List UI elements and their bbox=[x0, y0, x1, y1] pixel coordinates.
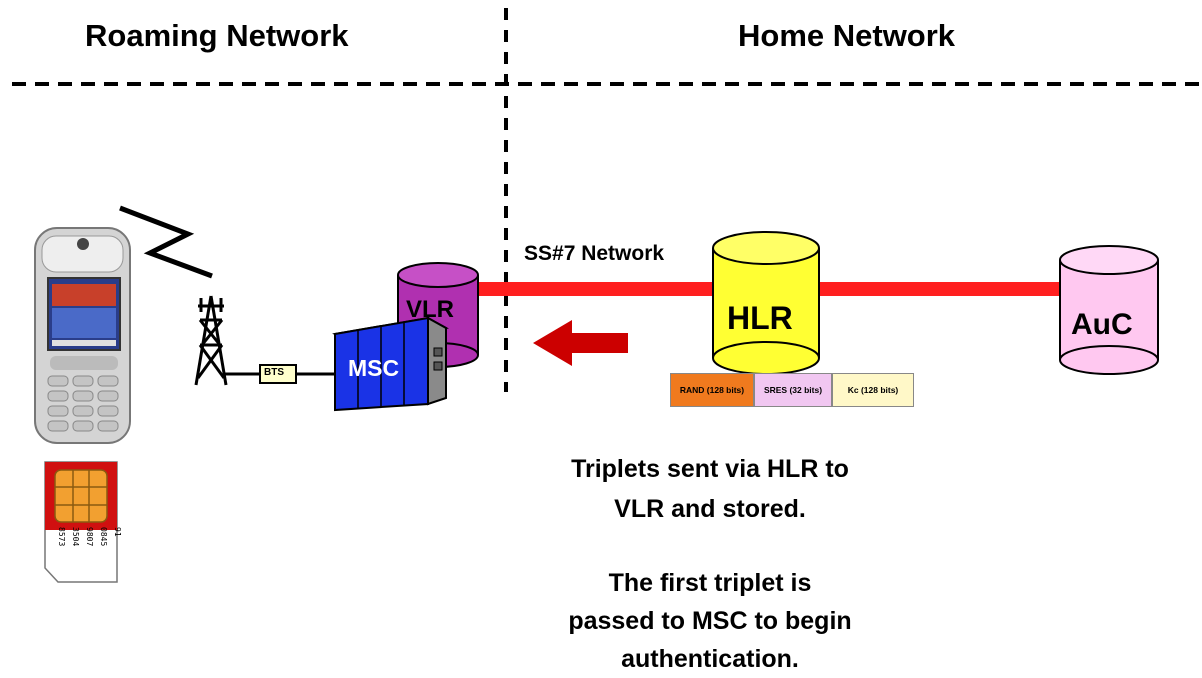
caption-line-3: The first triplet is bbox=[608, 569, 812, 597]
roaming-network-header: Roaming Network bbox=[85, 18, 349, 53]
caption-line-4: passed to MSC to begin bbox=[568, 607, 852, 635]
msc-switch-icon bbox=[332, 316, 449, 412]
sim-number: 3504 bbox=[71, 527, 80, 547]
bts-box bbox=[259, 364, 297, 384]
msc-label: MSC bbox=[348, 355, 400, 381]
hlr-label: HLR bbox=[727, 300, 793, 336]
antenna-tower-icon bbox=[194, 295, 228, 386]
radio-signal-icon bbox=[119, 205, 213, 279]
auc-database-icon bbox=[1059, 245, 1159, 375]
hlr-database-icon bbox=[712, 231, 820, 375]
sim-number: 9807 bbox=[85, 527, 94, 547]
sim-card-icon bbox=[44, 461, 118, 583]
triplet-rand-cell: RAND (128 bits) bbox=[670, 373, 754, 407]
sim-number: 91 bbox=[113, 527, 122, 537]
sim-number: 8573 bbox=[57, 527, 66, 547]
caption-line-1: Triplets sent via HLR to bbox=[571, 455, 849, 483]
vlr-label: VLR bbox=[406, 296, 454, 323]
mobile-phone-icon bbox=[34, 227, 131, 444]
ss7-network-label: SS#7 Network bbox=[524, 242, 665, 265]
bts-label: BTS bbox=[264, 367, 284, 378]
triplet-kc-cell: Kc (128 bits) bbox=[832, 373, 914, 407]
triplet-sres-cell: SRES (32 bits) bbox=[754, 373, 832, 407]
auc-label: AuC bbox=[1071, 308, 1133, 341]
left-arrow-icon bbox=[533, 320, 628, 366]
caption-line-5: authentication. bbox=[621, 645, 799, 673]
sim-card-numbers: 8573 3504 9807 0845 91 bbox=[50, 527, 122, 579]
sim-number: 0845 bbox=[99, 527, 108, 547]
caption-line-2: VLR and stored. bbox=[614, 495, 806, 523]
home-network-header: Home Network bbox=[738, 18, 956, 53]
